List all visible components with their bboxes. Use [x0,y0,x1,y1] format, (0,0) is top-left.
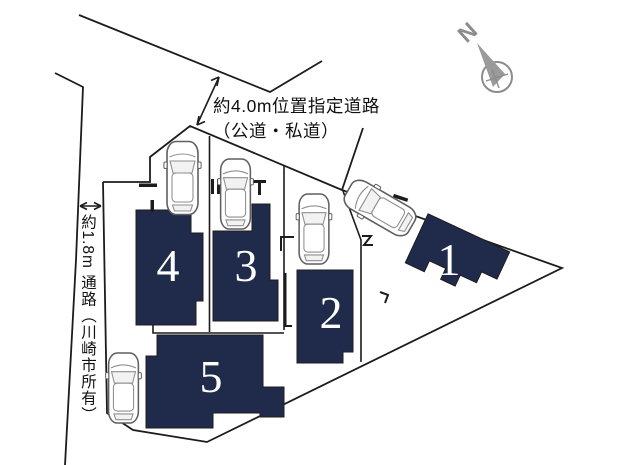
road-annotation: 約4.0m位置指定道路 （公道・私道） [213,94,380,144]
lot-1-number: 1 [438,234,461,285]
site-boundary-line [102,124,565,443]
building-2 [296,269,354,364]
lot-2-number: 2 [320,287,343,338]
lot-4-number: 4 [157,240,180,291]
lot-5-number: 5 [200,351,223,402]
building-5 [145,334,285,429]
car-lot3 [216,158,255,230]
building-3 [212,203,279,322]
road-annotation-line1: 約4.0m位置指定道路 [213,96,380,116]
road-upper-edge-line [78,14,323,94]
car-lot4 [163,140,202,216]
corridor-width-arrow [79,201,102,211]
outer-left-boundary-line [54,72,84,465]
road-width-arrow [196,76,220,126]
corridor-annotation: 約1.8m 通路（川崎市所有） [79,214,96,423]
building-1 [404,213,511,287]
car-lot2 [295,193,333,265]
road-annotation-line2: （公道・私道） [213,121,339,141]
north-arrow-icon: N [452,17,513,93]
building-4 [135,209,204,326]
car-lot5 [104,352,143,424]
car-lot1 [338,172,422,244]
lot-3-number: 3 [235,240,258,291]
compass-n-label: N [452,17,482,47]
